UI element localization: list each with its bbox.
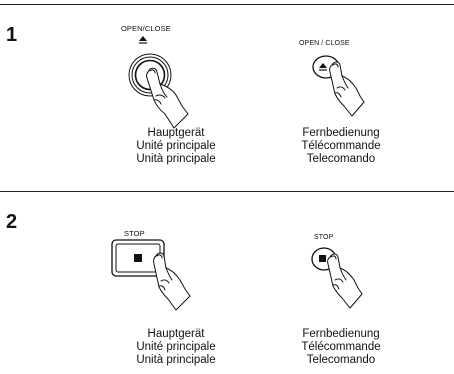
caption-line: Telecomando — [306, 153, 376, 165]
section-1-main-unit-caption: Hauptgerät Unité principale Unità princi… — [101, 127, 251, 166]
caption-line: Télécommande — [301, 341, 381, 353]
section-2-remote-caption: Fernbedienung Télécommande Telecomando — [266, 328, 416, 367]
main-open-close-button-illustration — [128, 36, 189, 129]
remote-eject-icon — [319, 63, 327, 68]
caption-line: Télécommande — [301, 140, 381, 152]
eject-icon — [139, 36, 147, 41]
caption-line: Fernbedienung — [302, 328, 380, 340]
stop-icon — [134, 254, 142, 262]
section-2-top-rule — [0, 191, 454, 192]
caption-line: Telecomando — [306, 354, 376, 366]
caption-line: Fernbedienung — [302, 127, 380, 139]
main-open-close-label: OPEN/CLOSE — [121, 24, 171, 33]
caption-line: Unité principale — [136, 140, 216, 152]
caption-line: Unità principale — [136, 354, 216, 366]
remote-stop-icon — [319, 255, 326, 262]
section-1-top-rule — [0, 4, 454, 5]
caption-line: Hauptgerät — [147, 127, 205, 139]
step-2-number: 2 — [6, 211, 18, 233]
section-1-remote-caption: Fernbedienung Télécommande Telecomando — [266, 127, 416, 166]
caption-line: Unità principale — [136, 153, 216, 165]
remote-open-close-label: OPEN / CLOSE — [299, 40, 350, 47]
caption-line: Hauptgerät — [147, 328, 205, 340]
remote-open-close-button-illustration — [312, 55, 365, 117]
caption-line: Unité principale — [136, 341, 216, 353]
main-stop-button-illustration — [111, 239, 191, 311]
main-stop-label: STOP — [124, 229, 145, 238]
remote-stop-label: STOP — [314, 234, 334, 241]
section-2-main-unit-caption: Hauptgerät Unité principale Unità princi… — [101, 328, 251, 367]
remote-stop-button-illustration — [311, 247, 363, 309]
step-1-number: 1 — [6, 24, 18, 46]
